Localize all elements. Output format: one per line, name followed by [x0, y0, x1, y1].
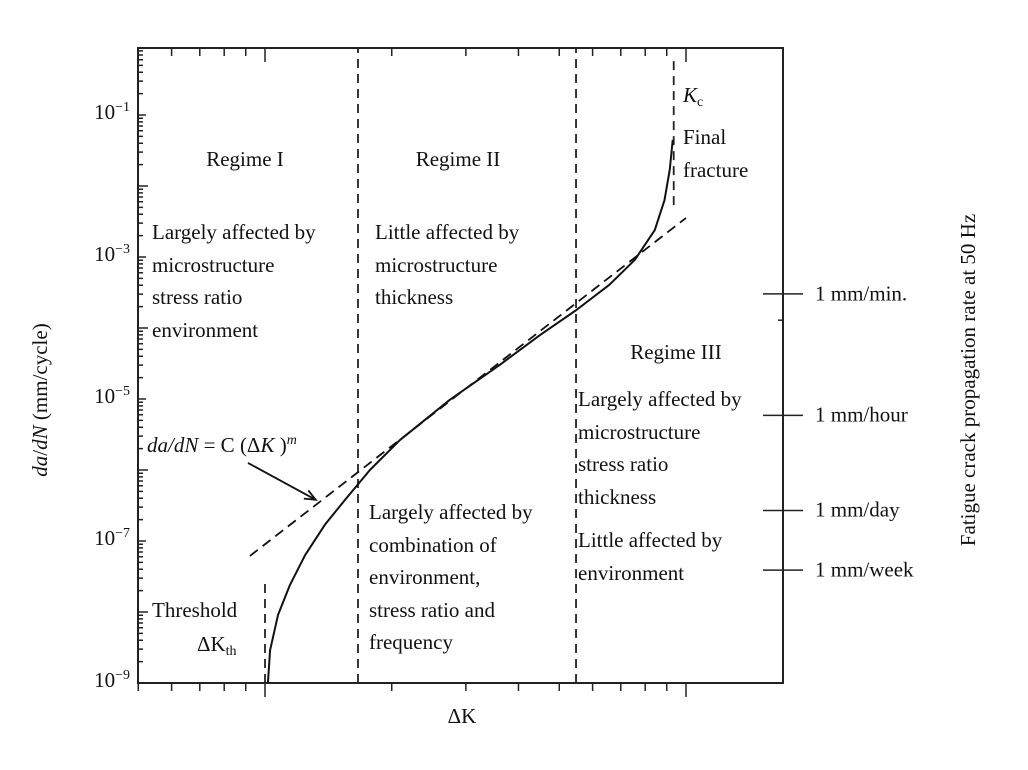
note-line: stress ratio — [578, 452, 669, 476]
note-line: thickness — [375, 285, 454, 309]
note-line: environment — [578, 560, 685, 585]
y-axis-label: da/dN (mm/cycle) — [27, 323, 52, 477]
arrowhead-icon — [303, 489, 318, 501]
right-axis-label-2: 1 mm/day — [815, 497, 900, 522]
regime-3-notes: Largely affected by microstructure stres… — [578, 383, 742, 513]
kc-label: Kc — [683, 79, 703, 120]
note-line: fracture — [683, 157, 749, 182]
formula-k: K — [260, 433, 275, 457]
regime-3-lower-notes: Little affected by environment — [578, 524, 722, 589]
note-line: stress ratio and — [369, 597, 495, 622]
y-tick-label: 10−5 — [94, 384, 130, 408]
x-axis-label: ΔK — [447, 704, 477, 728]
regime-2-title: Regime II — [415, 147, 501, 171]
right-axis-label-3: 1 mm/week — [815, 557, 914, 582]
note-line: environment, — [369, 565, 481, 589]
note-line: Little affected by — [578, 528, 723, 552]
note-line: microstructure — [375, 252, 498, 277]
regime-2-lower-notes: Largely affected by combination of envir… — [369, 496, 533, 659]
formula-lhs: da/dN — [147, 433, 199, 457]
paris-law-fit-line — [249, 217, 687, 557]
note-line: combination of — [369, 532, 497, 557]
delta-k-symbol: ΔK — [197, 632, 226, 656]
note-line: Largely affected by — [369, 500, 533, 524]
y-tick-label: 10−9 — [94, 668, 130, 692]
note-line: microstructure — [152, 252, 275, 277]
y-tick-label: 10−7 — [94, 526, 130, 550]
note-line: Little affected by — [375, 220, 520, 244]
y-tick-label: 10−3 — [94, 242, 130, 266]
th-sub: th — [225, 644, 237, 659]
note-line: Final — [683, 125, 727, 149]
crack-growth-curve — [266, 139, 674, 684]
formula-arrow — [247, 462, 317, 501]
formula-exp: m — [286, 433, 297, 448]
final-fracture-label: Final fracture — [683, 121, 748, 186]
note-line: microstructure — [578, 419, 701, 444]
right-axis-label-1: 1 mm/hour — [815, 402, 908, 427]
regime-1-notes: Largely affected by microstructure stres… — [152, 216, 316, 346]
formula-close: ) — [274, 433, 287, 457]
right-axis-label: Fatigue crack propagation rate at 50 Hz — [955, 213, 980, 547]
note-line: Largely affected by — [578, 387, 742, 411]
right-axis-label-0: 1 mm/min. — [815, 281, 908, 306]
paris-law-formula: da/dN = C (ΔK )m — [147, 425, 297, 462]
regime-2-notes: Little affected by microstructure thickn… — [375, 216, 519, 314]
y-tick-label: 10−1 — [94, 100, 130, 124]
kc-symbol: K — [683, 83, 698, 107]
note-line: thickness — [578, 484, 657, 509]
threshold-label: Threshold — [152, 598, 238, 622]
formula-eq: = C (Δ — [198, 433, 261, 457]
note-line: frequency — [369, 630, 453, 654]
regime-1-title: Regime I — [206, 147, 284, 171]
regime-3-title: Regime III — [630, 340, 722, 364]
note-line: stress ratio — [152, 285, 243, 309]
kc-sub: c — [697, 95, 704, 110]
delta-k-th-label: ΔKth — [197, 628, 237, 669]
note-line: environment — [152, 317, 259, 342]
note-line: Largely affected by — [152, 220, 316, 244]
